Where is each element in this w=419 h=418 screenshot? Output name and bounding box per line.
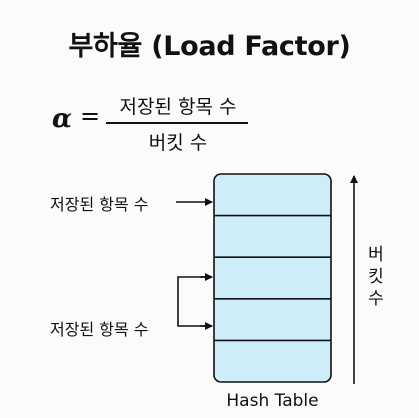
stored-items-label-top: 저장된 항목 수 (50, 195, 149, 214)
axis-label-char: 버 (368, 245, 384, 265)
hash-table-frame (213, 173, 332, 383)
stored-items-label-bottom: 저장된 항목 수 (50, 320, 149, 339)
fraction-bar (106, 122, 248, 124)
axis-label-char: 수 (368, 289, 384, 309)
hash-table-caption: Hash Table (226, 391, 319, 411)
axis-label-char: 킷 (368, 267, 384, 287)
alpha-symbol: α (52, 104, 73, 134)
equals-sign: = (80, 102, 101, 130)
diagram-title: 부하율 (Load Factor) (68, 31, 351, 62)
bucket-count-axis-label: 버 킷 수 (366, 244, 386, 310)
formula-denominator: 버킷 수 (148, 132, 208, 154)
bucket-bracket (177, 276, 212, 327)
formula-numerator: 저장된 항목 수 (119, 96, 237, 118)
hash-table (213, 173, 332, 383)
